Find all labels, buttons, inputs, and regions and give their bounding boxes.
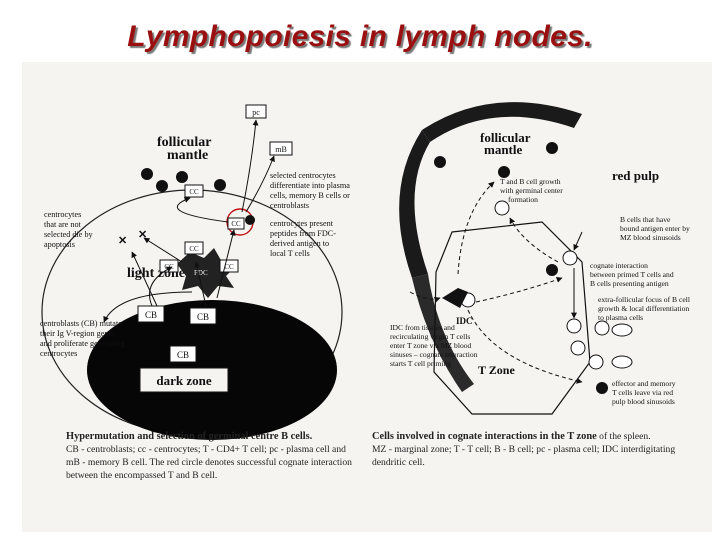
t-cell [245, 215, 255, 225]
cc-cell [227, 217, 245, 230]
apoptotic-cell: ✕ [138, 229, 147, 241]
annotation-apoptosis: centrocytes that are not selected die by… [44, 210, 95, 249]
b-cell [141, 168, 153, 180]
cc-label: CC [189, 245, 199, 253]
b-cell [546, 142, 558, 154]
arrow-cb-to-cc [194, 261, 207, 307]
figure-panel: dark zone CB CB CB light zone follicular… [22, 62, 712, 532]
annotation-bcells: B cells that have bound antigen enter by… [620, 215, 692, 242]
annotation-extrafollicular: extra-follicular focus of B cell growth … [598, 295, 692, 322]
cc-cell [184, 184, 204, 198]
mb-label: mB [275, 145, 287, 154]
caption-left-body: CB - centroblasts; cc - centrocytes; T -… [66, 444, 352, 481]
cb-label: CB [145, 310, 157, 320]
annotation-cognate: cognate interaction between primed T cel… [590, 261, 676, 288]
plasma-cell [594, 320, 610, 336]
idc-label: IDC [456, 316, 473, 326]
apoptotic-cell: ✕ [118, 235, 127, 247]
diagram-svg: dark zone CB CB CB light zone follicular… [40, 102, 692, 440]
effector-t-cell [596, 382, 608, 394]
b-cell-in-follicle [494, 200, 510, 216]
marginal-zone-top [422, 102, 582, 142]
plasma-cell [611, 323, 633, 337]
caption-right-body: MZ - marginal zone; T - T cell; B - B ce… [372, 444, 676, 468]
dark-zone-label-box [139, 367, 229, 393]
arrow-recycle-loop [103, 291, 193, 323]
t-cell [434, 156, 446, 168]
cc-label: CC [231, 220, 241, 228]
cb-cell [169, 345, 197, 363]
caption-left-title: Hypermutation and selection of germinal … [66, 431, 313, 442]
cc-label: CC [164, 263, 174, 271]
annotation-effector: effector and memory T cells leave via re… [612, 379, 677, 406]
caption-left: Hypermutation and selection of germinal … [66, 430, 356, 482]
marginal-zone-left [399, 130, 430, 278]
cb-cell [137, 305, 165, 323]
fdc-label: FDC [194, 269, 208, 277]
t-zone-outline [433, 221, 591, 415]
arrow-recycle [176, 197, 229, 223]
slide-title: Lymphopoiesis in lymph nodes. [127, 20, 593, 53]
t-cell [546, 264, 558, 276]
annotation-plasma: selected centrocytes differentiate into … [270, 171, 352, 210]
pc-label: pc [252, 108, 260, 117]
arrow-cb-to-cc [149, 266, 173, 307]
pc-box [245, 104, 267, 119]
fdc-network [177, 248, 236, 298]
red-pulp-label: red pulp [612, 168, 659, 183]
annotation-present: centrocytes present peptides from FDC- d… [270, 219, 338, 258]
b-cell [156, 180, 168, 192]
arrow-to-selection [216, 229, 236, 299]
arrow-bcell-entry [573, 231, 583, 251]
arrow-to-pc [241, 119, 259, 213]
dark-zone-label: dark zone [156, 373, 211, 388]
cb-cell [189, 307, 217, 325]
plasma-cell [588, 354, 604, 370]
b-cell [176, 171, 188, 183]
caption-right-title: Cells involved in cognate interactions i… [372, 431, 597, 442]
b-cell-focus [570, 340, 586, 356]
b-cell-focus [566, 318, 582, 334]
annotation-growth: T and B cell growth with germinal center… [500, 177, 565, 204]
cb-label: CB [197, 312, 209, 322]
cc-label: CC [189, 188, 199, 196]
arrow-t-migration [475, 276, 563, 303]
idc-cell [442, 288, 468, 308]
caption-right-title-tail: of the spleen. [596, 431, 651, 442]
arrow-to-follicle [457, 181, 495, 275]
annotation-idc: IDC from tissues and recirculating virgi… [390, 323, 479, 368]
arrow-idc-entry [409, 291, 441, 303]
cb-label: CB [177, 350, 189, 360]
caption-right: Cells involved in cognate interactions i… [372, 430, 702, 469]
arrow-to-mb [245, 155, 275, 213]
arrow-effector-exit [467, 309, 583, 384]
t-cell [498, 166, 510, 178]
cc-label: CC [224, 263, 234, 271]
b-cell [214, 179, 226, 191]
plasma-cell [611, 355, 633, 369]
cc-cell [184, 241, 204, 255]
t-zone-label: T Zone [478, 363, 515, 377]
mb-box [269, 141, 293, 156]
b-cell-entering [562, 250, 578, 266]
annotation-cb: centroblasts (CB) mutate their Ig V-regi… [40, 319, 127, 358]
arrow-to-apoptosis [131, 251, 158, 307]
arrow-to-follicle [509, 217, 559, 263]
left-diagram: dark zone CB CB CB light zone follicular… [40, 104, 352, 440]
marginal-zone-lower [412, 274, 474, 392]
arrow-to-apoptosis [143, 237, 183, 263]
